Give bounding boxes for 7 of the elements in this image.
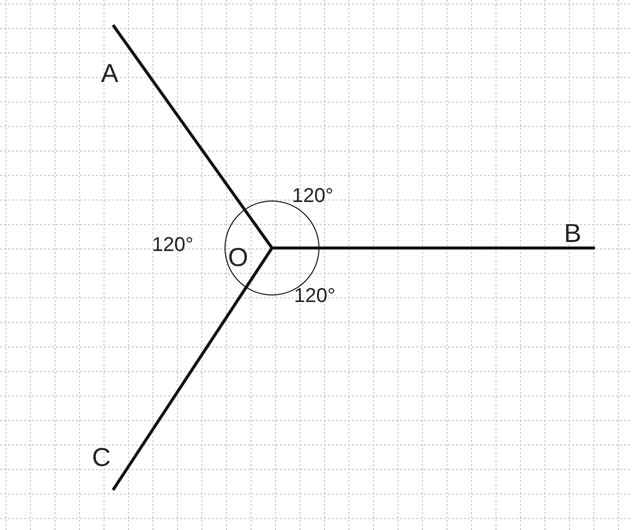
point-label: A — [101, 60, 118, 86]
point-label: O — [228, 244, 248, 270]
point-label: 120° — [152, 235, 194, 255]
point-label: C — [92, 444, 111, 470]
point-label: 120° — [294, 286, 336, 306]
point-label: 120° — [292, 186, 334, 206]
point-label: B — [564, 220, 582, 246]
